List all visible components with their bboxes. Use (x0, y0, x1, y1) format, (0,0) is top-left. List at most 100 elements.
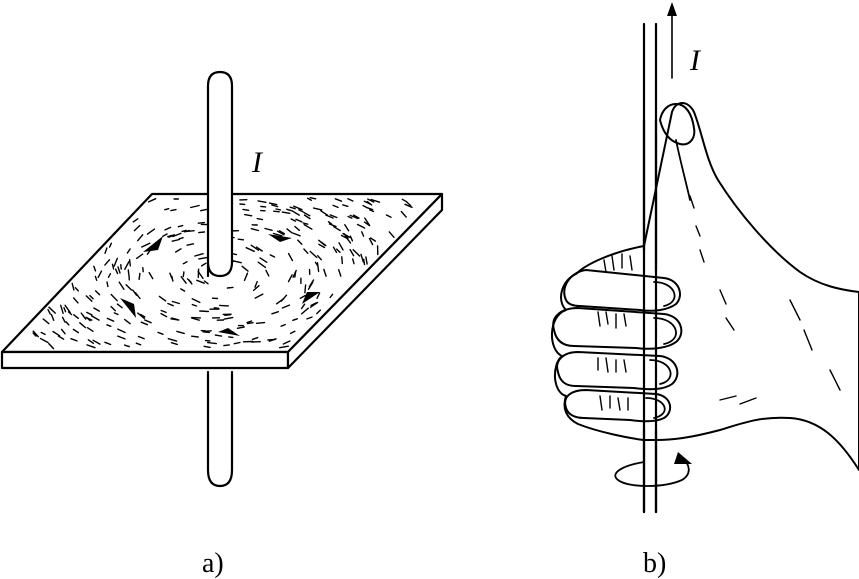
iron-filing (50, 314, 55, 321)
iron-filing (275, 208, 282, 211)
iron-filing (292, 318, 298, 321)
iron-filing (269, 254, 276, 258)
iron-filing (233, 341, 241, 345)
iron-filing (329, 214, 338, 219)
iron-filing (181, 229, 187, 233)
iron-filing (106, 281, 109, 288)
iron-filing (144, 319, 152, 324)
iron-filing (260, 205, 267, 208)
iron-filing (349, 248, 355, 257)
iron-filing (370, 198, 381, 203)
iron-filing (323, 268, 327, 277)
iron-filing (243, 213, 253, 217)
iron-filing (336, 248, 341, 254)
iron-filing (312, 207, 323, 211)
iron-filing (223, 316, 234, 320)
current-label-b: I (689, 44, 702, 77)
iron-filing (134, 292, 141, 300)
iron-filing (259, 257, 268, 263)
iron-filing (104, 247, 108, 255)
iron-filing (94, 275, 98, 281)
iron-filing (257, 200, 267, 204)
panel-b: I (550, 2, 859, 579)
iron-filing (246, 320, 253, 324)
iron-filing (341, 256, 343, 265)
wire-b (642, 22, 658, 514)
iron-filing (177, 224, 184, 228)
iron-filing (124, 261, 130, 270)
iron-filing (147, 197, 157, 203)
iron-filing (158, 295, 167, 302)
iron-filing (157, 331, 164, 335)
field-arrow-top (268, 234, 292, 242)
iron-filing (342, 232, 351, 239)
iron-filing (183, 229, 191, 233)
iron-filing (368, 237, 374, 246)
iron-filing (369, 209, 375, 213)
iron-filing (132, 218, 139, 223)
iron-filing (349, 214, 359, 220)
iron-filing (194, 252, 204, 257)
iron-filing (180, 276, 187, 284)
current-direction-arrow (667, 2, 677, 79)
iron-filing (226, 286, 234, 289)
iron-filing (137, 335, 145, 340)
iron-filing (174, 248, 182, 253)
iron-filing (111, 263, 115, 270)
iron-filing (73, 314, 80, 319)
iron-filing (237, 238, 245, 241)
iron-filing (164, 226, 172, 231)
iron-filing (275, 297, 285, 305)
iron-filing (60, 304, 64, 314)
iron-filing (180, 288, 186, 292)
iron-filing (80, 312, 87, 320)
iron-filing (140, 321, 149, 326)
iron-filing (327, 220, 333, 225)
iron-filing (160, 309, 167, 314)
caption-a: a) (202, 548, 224, 579)
iron-filing (303, 248, 309, 255)
iron-filing (320, 210, 329, 216)
iron-filing (342, 204, 349, 208)
iron-filing (171, 317, 178, 321)
iron-filing (272, 232, 283, 237)
iron-filing (300, 303, 306, 310)
iron-filing (279, 345, 289, 349)
iron-filing (316, 262, 320, 273)
iron-filing (290, 218, 297, 222)
iron-filing (170, 342, 179, 346)
iron-filing (92, 339, 101, 345)
iron-filing (241, 265, 249, 272)
iron-filing (135, 253, 144, 260)
iron-filing (87, 339, 95, 344)
iron-filing (352, 258, 355, 265)
iron-filing (190, 317, 201, 321)
iron-filing (32, 332, 37, 337)
iron-filing (281, 211, 291, 215)
iron-filing (85, 316, 91, 322)
iron-filing (32, 330, 39, 338)
field-arrow-lower-left (120, 298, 136, 318)
current-label-a: I (251, 146, 264, 179)
iron-filing (213, 307, 220, 309)
field-arrow-right (302, 292, 320, 304)
iron-filing (204, 330, 212, 332)
iron-filing (47, 308, 51, 315)
iron-filing (125, 284, 133, 291)
iron-filing (276, 230, 285, 236)
iron-filing (176, 330, 185, 335)
iron-filing (310, 302, 317, 307)
field-arrow-bottom (218, 328, 240, 336)
iron-filing (264, 227, 273, 232)
iron-filing (271, 204, 279, 208)
iron-filing (340, 234, 348, 240)
iron-filing (57, 335, 65, 340)
iron-filing (316, 292, 321, 299)
iron-filing (79, 322, 87, 329)
iron-filing (303, 211, 311, 217)
iron-filing (65, 321, 70, 326)
iron-filing (286, 208, 293, 212)
right-hand-icon (550, 102, 859, 514)
iron-filing (232, 260, 242, 264)
field-arrow-left (143, 236, 163, 252)
